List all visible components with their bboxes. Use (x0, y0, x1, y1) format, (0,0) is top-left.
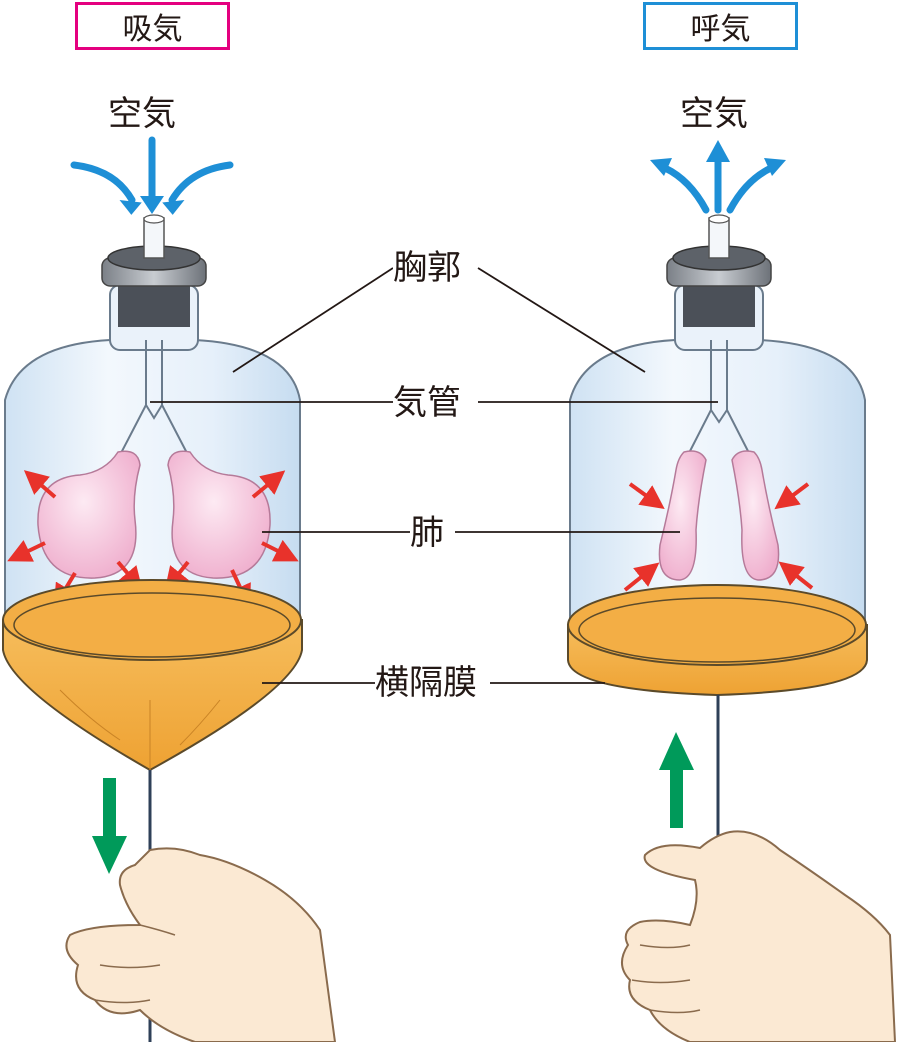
pressure-arrows-inward (623, 482, 814, 592)
diaphragm-up-arrow (659, 732, 694, 828)
exhale-apparatus (567, 140, 897, 1042)
leader-lines (150, 267, 718, 684)
lung-left-deflated (658, 450, 707, 581)
air-label-left: 空気 (108, 94, 176, 134)
air-outflow-arrowheads (650, 140, 786, 176)
air-label-right: 空気 (680, 94, 748, 134)
hand-left (65, 847, 337, 1042)
air-outflow-arrows (661, 156, 775, 214)
diaphragm-label: 横隔膜 (375, 663, 477, 703)
lung-right-inflated (167, 450, 271, 579)
air-inflow-arrows (70, 136, 234, 204)
inhale-apparatus (2, 136, 337, 1042)
lung-right-deflated (731, 450, 780, 581)
air-inflow-arrowheads (119, 196, 185, 215)
trachea-label: 気管 (393, 383, 461, 423)
diaphragm-down-arrow (92, 778, 127, 874)
thorax-label: 胸郭 (393, 248, 461, 288)
lung-left-inflated (37, 450, 141, 579)
hand-right (621, 830, 897, 1042)
lung-label: 肺 (410, 513, 444, 553)
exhale-title: 呼気 (643, 2, 798, 50)
inhale-title: 吸気 (75, 2, 230, 50)
